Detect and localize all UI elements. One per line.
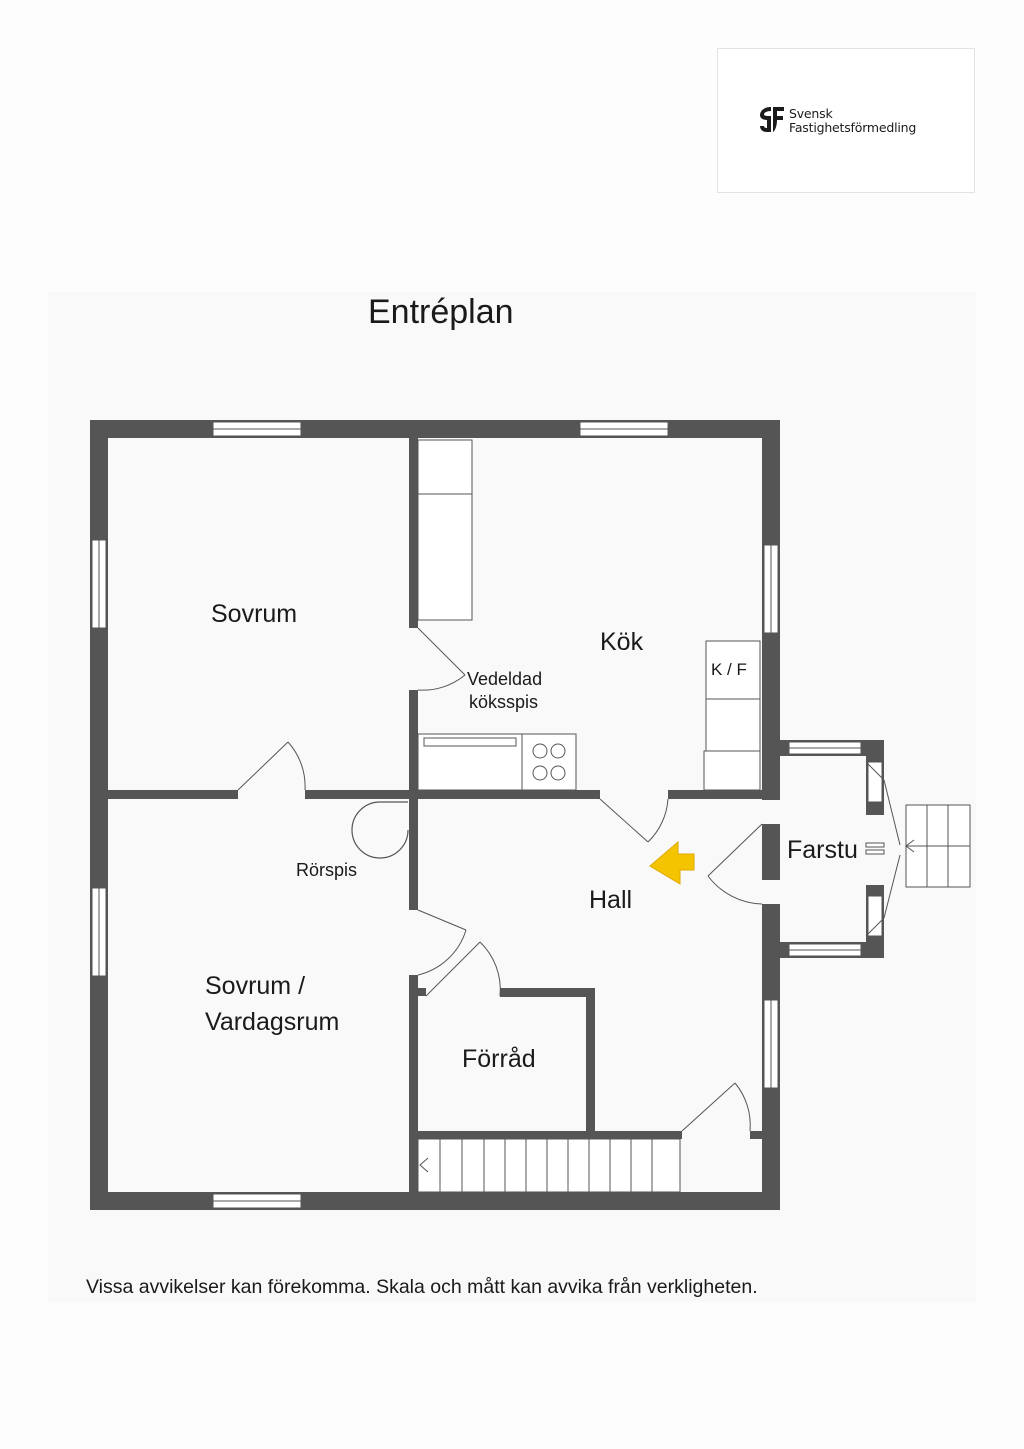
entrance-marker-icon (649, 840, 695, 885)
wall-openings (762, 800, 780, 904)
brand-name-line2: Fastighetsförmedling (789, 120, 917, 135)
label-vedeldad-2: köksspis (469, 692, 538, 712)
brand-logo-text: Svensk Fastighetsförmedling (789, 107, 916, 135)
interior-walls (108, 438, 762, 1192)
rorspis (351, 801, 409, 859)
disclaimer-text: Vissa avvikelser kan förekomma. Skala oc… (86, 1276, 758, 1298)
windows (91, 421, 779, 1209)
label-farstu: Farstu (787, 836, 858, 864)
door-swings (237, 627, 901, 1132)
brand-logo-icon (760, 107, 784, 132)
label-kf: K / F (711, 660, 747, 679)
brand-logo-box: Svensk Fastighetsförmedling (717, 48, 975, 193)
brand-name-line1: Svensk (789, 106, 833, 121)
label-sovrum-vardagsrum-1: Sovrum / (205, 972, 305, 1000)
label-sovrum: Sovrum (211, 600, 297, 628)
outdoor-steps (905, 804, 971, 888)
room-labels: Sovrum Kök Vedeldad köksspis K / F Farst… (205, 600, 858, 1073)
indoor-stairs (417, 1138, 681, 1193)
label-hall: Hall (589, 886, 632, 914)
kitchen-fixtures (417, 439, 761, 791)
label-forrad: Förråd (462, 1045, 536, 1073)
label-vedeldad-1: Vedeldad (467, 669, 542, 689)
label-rorspis: Rörspis (296, 860, 357, 880)
label-kok: Kök (600, 628, 644, 656)
label-sovrum-vardagsrum-2: Vardagsrum (205, 1008, 339, 1036)
plan-title: Entréplan (368, 293, 514, 331)
farstu-walls (780, 740, 885, 958)
